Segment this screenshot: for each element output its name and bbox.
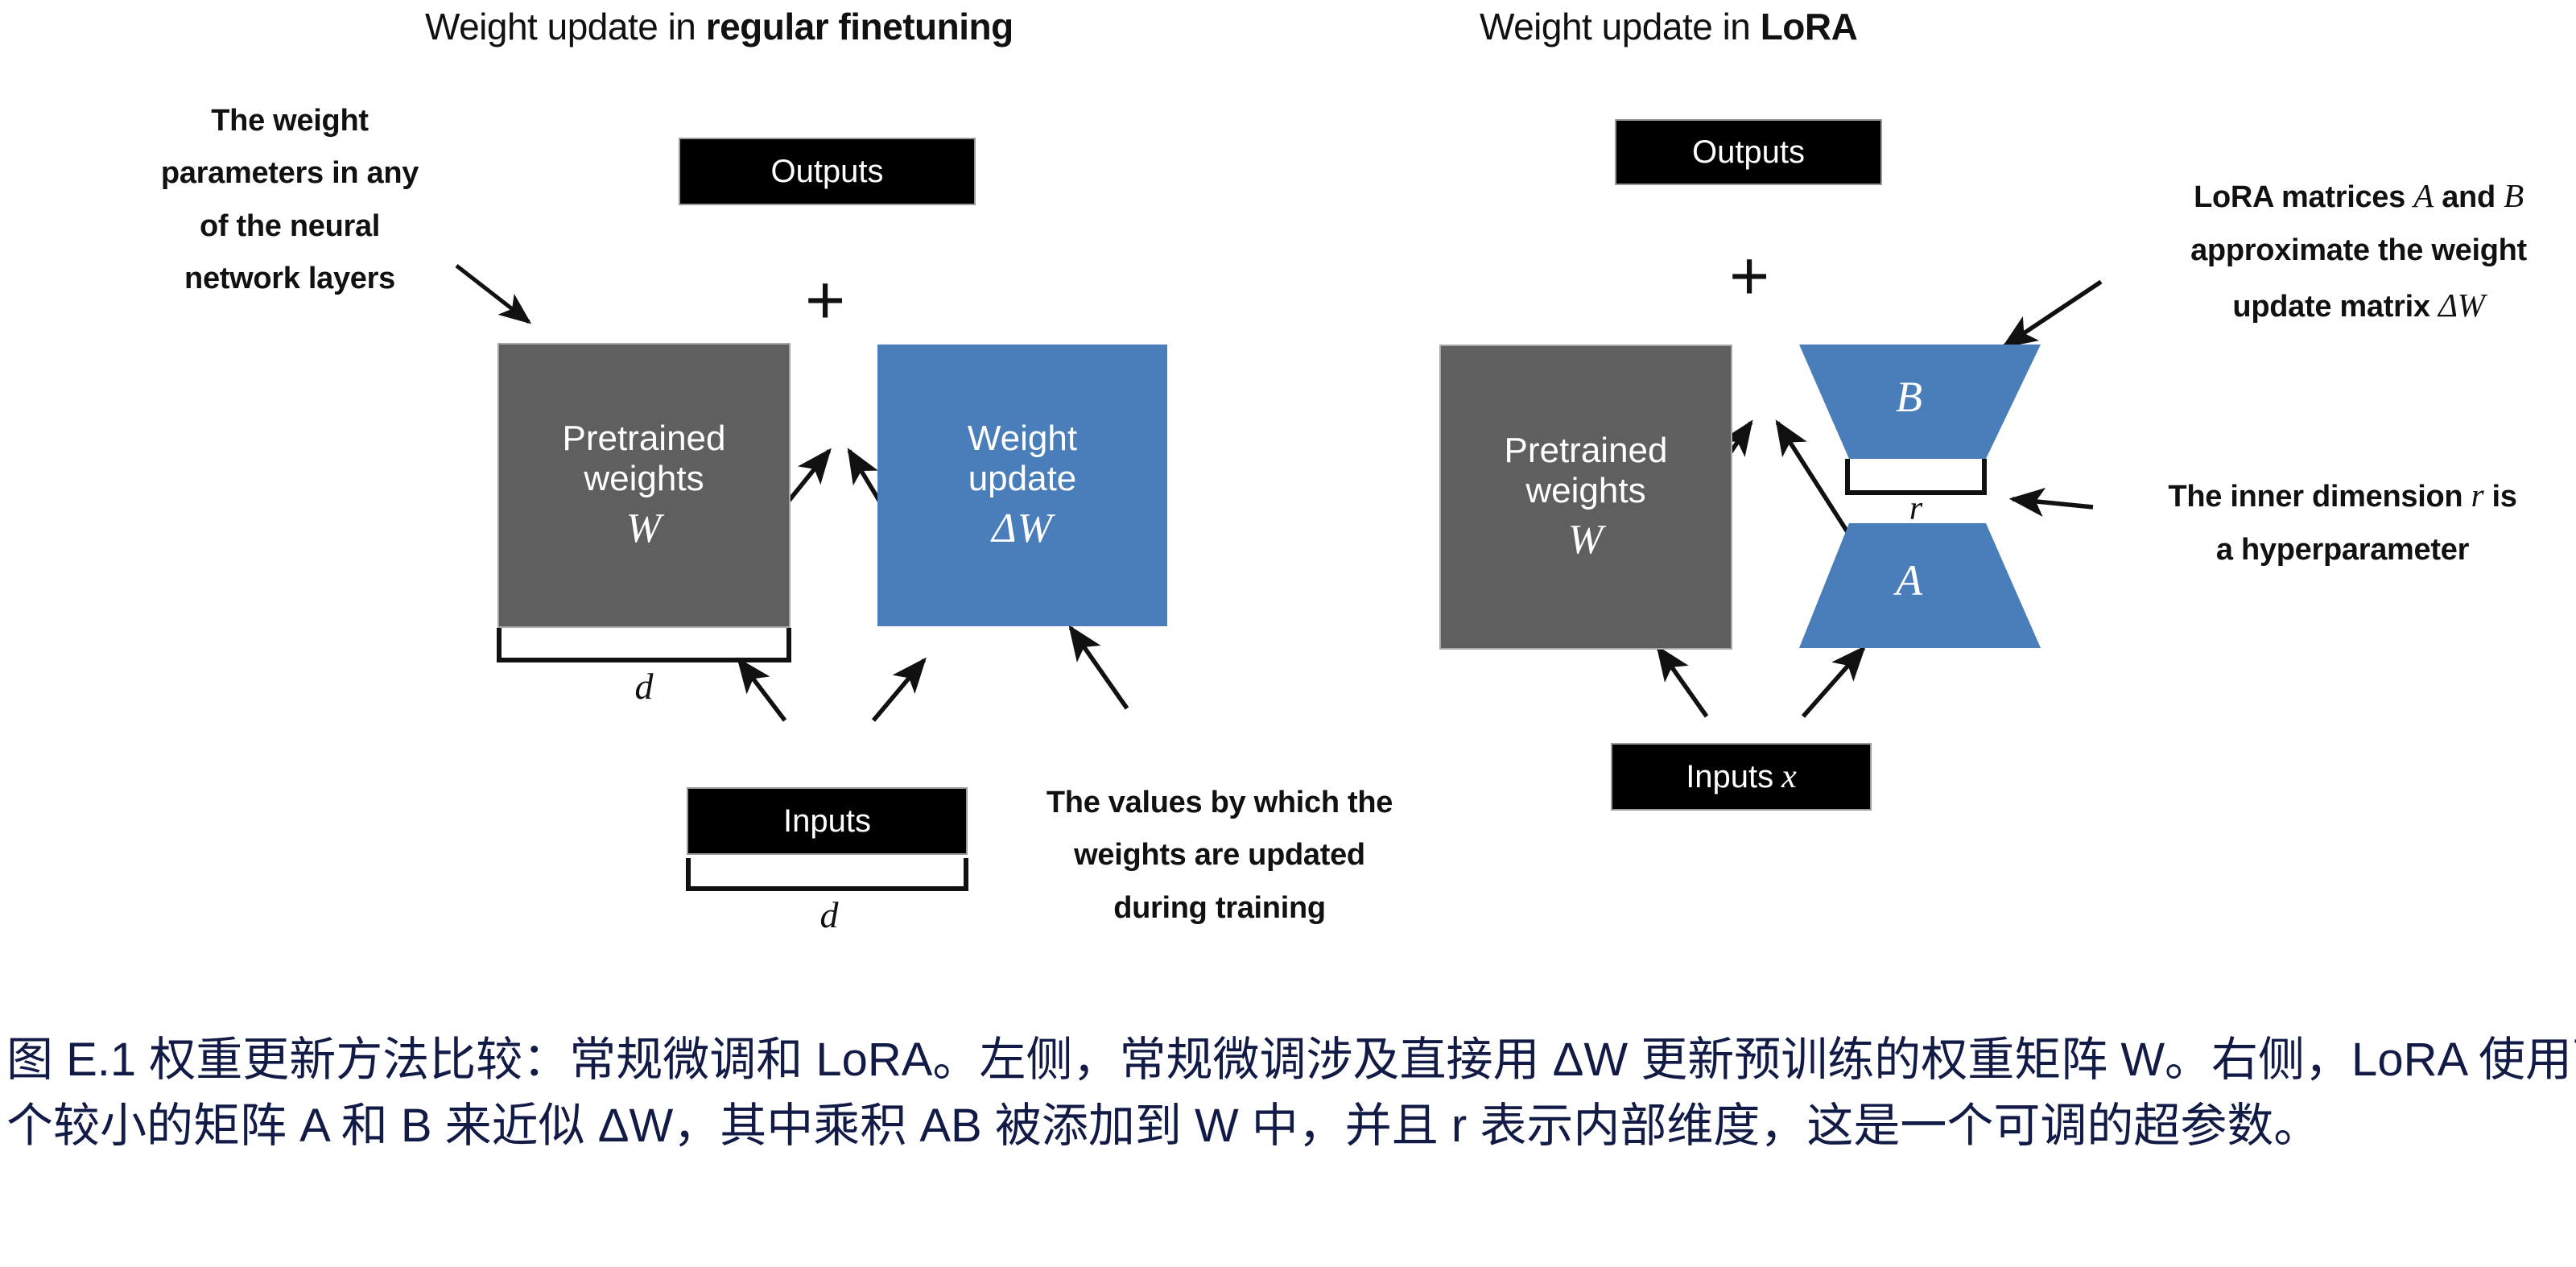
annotation-text: The inner dimension <box>2168 480 2471 514</box>
arrow-inputs-to-pretrained <box>737 657 787 722</box>
arrow-inputs-to-a-lora <box>1801 645 1866 718</box>
arrow-inner-dimension-annotation <box>2008 487 2094 518</box>
update-symbol: ΔW <box>992 505 1053 551</box>
annotation-line: a hyperparameter <box>2215 532 2470 567</box>
panel-title-prefix: Weight update in <box>1480 6 1761 47</box>
update-line-1: Weight <box>967 419 1078 459</box>
b-glyph: B <box>1896 373 1922 421</box>
annotation-line: The inner dimension r is <box>2117 467 2568 524</box>
annotation-values-updated: The values by which the weights are upda… <box>994 777 1445 935</box>
panel-title-lora: Weight update in LoRA <box>1480 5 1858 48</box>
inputs-label: Inputs <box>1686 758 1774 794</box>
annotation-line: parameters in any <box>160 156 419 191</box>
r-inline: r <box>2471 477 2484 514</box>
trapezoid-b-shape <box>1799 345 2041 459</box>
pretrained-weights-box-lora: Pretrained weights W <box>1441 346 1731 648</box>
matrix-a-label: A <box>1896 555 1922 605</box>
annotation-text: LoRA matrices <box>2194 180 2414 214</box>
annotation-lora-matrices: LoRA matrices A and B approximate the we… <box>2141 167 2576 333</box>
arrow-lora-matrices-annotation <box>2001 279 2103 349</box>
r-glyph: r <box>1909 490 1923 527</box>
update-line-2: update <box>968 459 1077 499</box>
inputs-symbol: x <box>1781 758 1797 795</box>
dimension-d-inputs-label: d <box>773 894 886 936</box>
pretrained-line-2: weights <box>1525 470 1646 510</box>
plus-sign-regular: + <box>805 266 845 335</box>
plus-glyph: + <box>1729 237 1770 315</box>
delta-w-inline: ΔW <box>2438 286 2485 324</box>
pretrained-line-1: Pretrained <box>1504 430 1668 470</box>
connector-layer <box>455 264 2103 891</box>
matrix-b-label: B <box>1896 372 1922 422</box>
annotation-line: approximate the weight <box>2190 233 2527 267</box>
inputs-label: Inputs <box>783 803 871 839</box>
annotation-line: during training <box>1113 890 1326 925</box>
matrix-a-inline: A <box>2413 177 2434 214</box>
outputs-box-regular: Outputs <box>680 139 974 204</box>
plus-glyph: + <box>805 262 846 339</box>
annotation-line: update matrix ΔW <box>2141 277 2576 334</box>
d-glyph: d <box>634 666 654 707</box>
panel-title-bold: regular finetuning <box>705 6 1014 47</box>
inner-dimension-r-label: r <box>1868 489 1964 528</box>
arrow-annotation-to-pretrained <box>455 264 532 324</box>
bracket-r <box>1845 459 1987 495</box>
pretrained-line-1: Pretrained <box>562 419 726 459</box>
d-glyph: d <box>819 894 839 935</box>
annotation-line: network layers <box>184 262 395 296</box>
outputs-label: Outputs <box>1691 134 1806 170</box>
panel-title-bold: LoRA <box>1760 6 1858 47</box>
arrow-values-annotation-to-update <box>1068 625 1129 710</box>
panel-title-prefix: Weight update in <box>425 6 706 47</box>
trapezoid-a-shape <box>1799 523 2041 648</box>
annotation-text: is <box>2483 480 2517 514</box>
outputs-label: Outputs <box>770 153 884 189</box>
dimension-d-weights-label: d <box>588 665 700 708</box>
matrix-b-inline: B <box>2504 177 2524 214</box>
panel-title-regular-finetuning: Weight update in regular finetuning <box>425 5 1013 48</box>
annotation-weight-parameters: The weight parameters in any of the neur… <box>129 95 451 305</box>
annotation-line: of the neural <box>199 208 381 243</box>
inputs-box-regular: Inputs <box>688 789 966 853</box>
annotation-line: The values by which the <box>1046 786 1393 819</box>
bracket-d-inputs <box>686 858 968 891</box>
outputs-box-lora: Outputs <box>1616 121 1880 184</box>
pretrained-symbol: W <box>625 505 663 551</box>
annotation-line: weights are updated <box>1074 838 1365 873</box>
bracket-d-weights <box>497 628 791 662</box>
annotation-line: LoRA matrices A and B <box>2141 167 2576 225</box>
annotation-inner-dimension: The inner dimension r is a hyperparamete… <box>2117 467 2568 576</box>
pretrained-line-2: weights <box>584 459 704 499</box>
figure-canvas: Weight update in regular finetuning The … <box>129 5 2576 936</box>
pretrained-weights-box-regular: Pretrained weights W <box>499 345 789 626</box>
weight-update-box-regular: Weight update ΔW <box>877 345 1167 626</box>
arrow-inputs-to-update <box>871 657 927 722</box>
annotation-text: update matrix <box>2232 289 2438 324</box>
plus-sign-lora: + <box>1729 241 1769 311</box>
a-glyph: A <box>1896 556 1922 605</box>
annotation-line: The weight <box>211 104 369 138</box>
annotation-text: and <box>2433 180 2504 214</box>
figure-caption: 图 E.1 权重更新方法比较：常规微调和 LoRA。左侧，常规微调涉及直接用 Δ… <box>6 1034 2576 1153</box>
pretrained-symbol: W <box>1567 517 1604 563</box>
arrow-inputs-to-pretrained-lora <box>1656 645 1709 718</box>
